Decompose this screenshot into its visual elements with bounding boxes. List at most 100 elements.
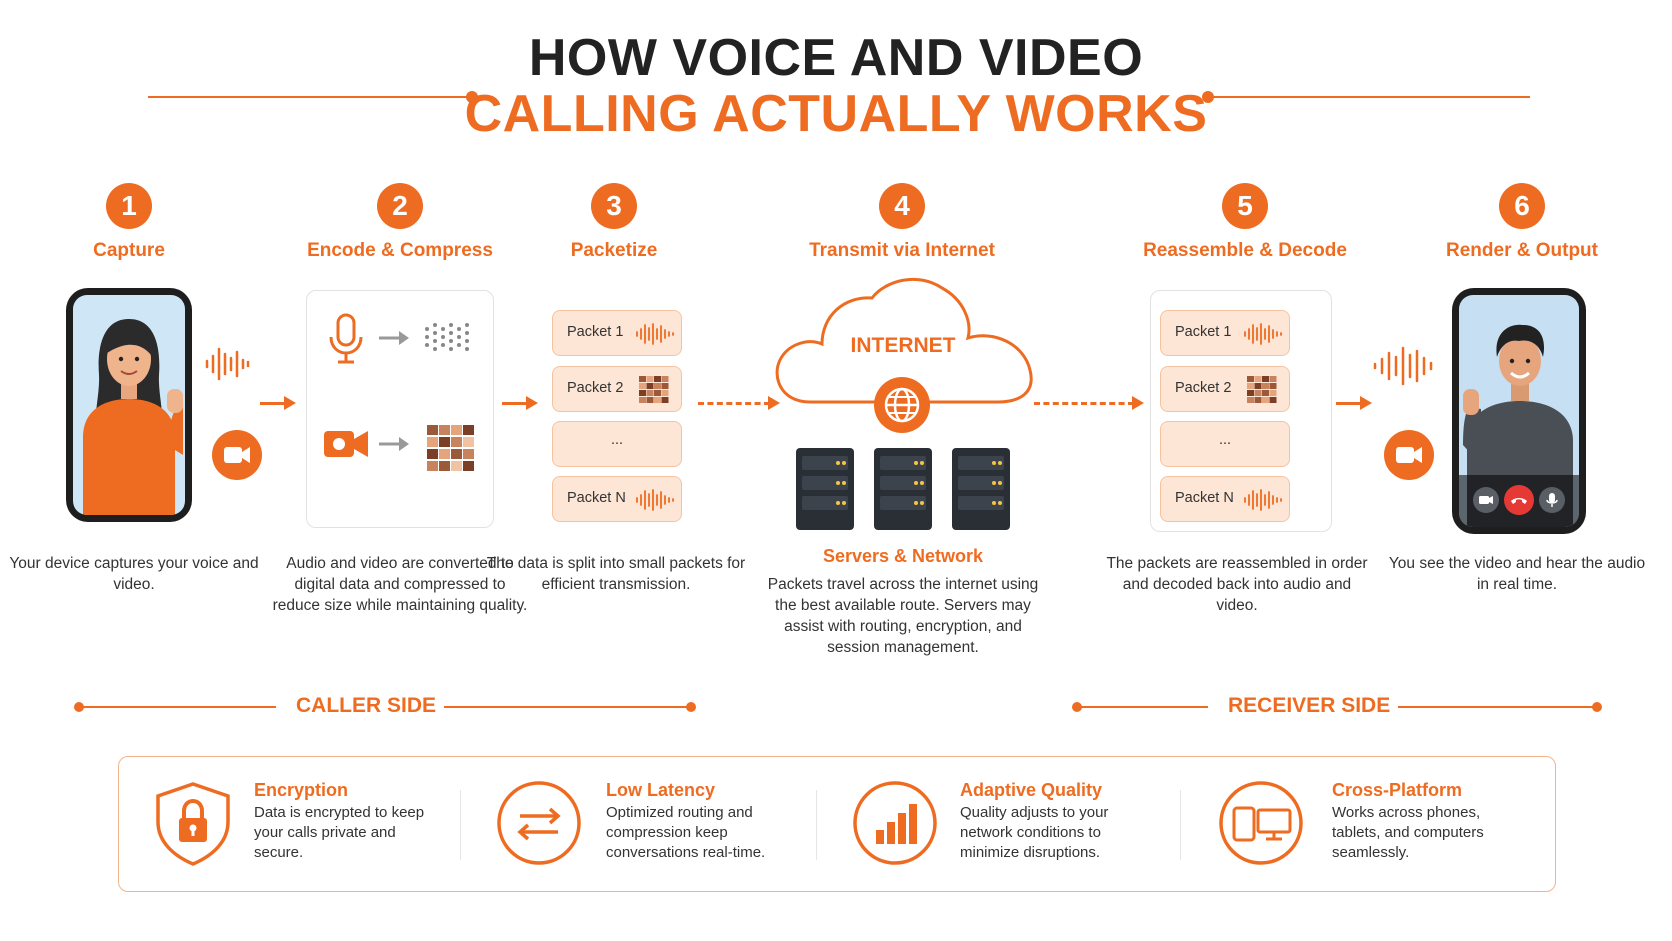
feature-adaptive-quality-title: Adaptive Quality: [960, 780, 1103, 800]
caller-phone: [66, 288, 192, 522]
internet-label: INTERNET: [850, 334, 956, 357]
feature-divider-3: [1180, 790, 1181, 860]
receiver-side-line-right: [1398, 706, 1598, 708]
feature-cross-platform-text: Works across phones, tablets, and comput…: [1332, 804, 1484, 861]
packet-right-n: Packet N: [1160, 476, 1290, 522]
step-4-title: Transmit via Internet: [809, 240, 995, 261]
packet-left-2-label: Packet 2: [567, 380, 624, 396]
internet-cloud-icon: [775, 277, 1033, 404]
devices-icon: [1219, 781, 1303, 865]
step-3-number: 3: [591, 183, 637, 229]
receiver-video-camera-icon: [1384, 430, 1434, 480]
step-6-description: You see the video and hear the audio in …: [1388, 555, 1646, 593]
caller-side-line-right: [444, 706, 690, 708]
pixel-grid-icon: [1247, 376, 1277, 403]
servers-icon: [796, 448, 1010, 530]
packet-right-ellipsis-label: ...: [1218, 432, 1232, 448]
step-3-title: Packetize: [570, 240, 658, 261]
caller-side-line-left: [80, 706, 276, 708]
receiver-side-dot-left: [1072, 702, 1082, 712]
step-2-title: Encode & Compress: [307, 240, 493, 261]
globe-icon: [874, 377, 930, 433]
feature-low-latency-title: Low Latency: [606, 780, 716, 800]
caller-side-label: CALLER SIDE: [296, 694, 437, 717]
encode-box: [306, 290, 494, 528]
arrow-5-to-6: [1336, 396, 1372, 410]
feature-encryption-text: Data is encrypted to keep your calls pri…: [254, 804, 425, 861]
video-camera-icon: [324, 431, 368, 457]
title-rule-left-dot: [466, 91, 478, 103]
caller-audio-wave-icon: [205, 347, 250, 381]
caller-person-illustration: [83, 319, 183, 515]
caller-video-camera-icon: [212, 430, 262, 480]
step-4-number: 4: [879, 183, 925, 229]
receiver-audio-wave-icon: [1373, 346, 1433, 386]
packet-right-2: Packet 2: [1160, 366, 1290, 412]
title-rule-left: [148, 96, 470, 98]
receiver-phone-screen: [1459, 295, 1579, 527]
features-panel: [118, 756, 1556, 892]
audio-wave-icon: [1244, 489, 1282, 511]
caller-phone-screen: [73, 295, 185, 515]
end-call-button[interactable]: [1504, 485, 1534, 515]
step-2-description: Audio and video are converted to digital…: [272, 555, 528, 614]
feature-encryption-title: Encryption: [254, 780, 349, 800]
step-2-number: 2: [377, 183, 423, 229]
caller-side-dot-right: [686, 702, 696, 712]
title-line-2: CALLING ACTUALLY WORKS: [464, 85, 1208, 143]
packet-right-1: Packet 1: [1160, 310, 1290, 356]
feature-cross-platform-title: Cross-Platform: [1332, 780, 1463, 800]
packet-left-n-label: Packet N: [567, 490, 626, 506]
microphone-toggle-button[interactable]: [1539, 487, 1565, 513]
receiver-phone: [1452, 288, 1586, 534]
arrow-4-to-5: [1034, 396, 1144, 410]
feature-low-latency-text: Optimized routing and compression keep c…: [606, 804, 766, 861]
receiver-side-dot-right: [1592, 702, 1602, 712]
caller-side-dot-left: [74, 702, 84, 712]
audio-wave-icon: [636, 489, 674, 511]
step-1-number: 1: [106, 183, 152, 229]
feature-divider-1: [460, 790, 461, 860]
step-6-title: Render & Output: [1446, 240, 1598, 261]
pixel-grid-icon: [639, 376, 669, 403]
receiver-side-line-left: [1078, 706, 1208, 708]
packet-right-2-label: Packet 2: [1175, 380, 1232, 396]
packet-right-ellipsis: ...: [1160, 421, 1290, 467]
packet-left-1: Packet 1: [552, 310, 682, 356]
packet-left-ellipsis: ...: [552, 421, 682, 467]
packet-right-1-label: Packet 1: [1175, 324, 1232, 340]
camera-toggle-button[interactable]: [1473, 487, 1499, 513]
microphone-icon: [329, 313, 363, 364]
receiver-side-label: RECEIVER SIDE: [1228, 694, 1391, 717]
step-6-number: 6: [1499, 183, 1545, 229]
pixel-grid-icon: [427, 425, 474, 471]
audio-wave-icon: [1244, 323, 1282, 345]
arrow-right-gray-icon-2: [379, 437, 409, 451]
signal-bars-icon: [853, 781, 937, 865]
step-5-description: The packets are reassembled in order and…: [1106, 555, 1368, 614]
title-line-1: HOW VOICE AND VIDEO: [528, 29, 1144, 87]
step-3-description: The data is split into small packets for…: [486, 555, 746, 593]
packet-left-2: Packet 2: [552, 366, 682, 412]
digital-dots-icon: [425, 323, 469, 351]
arrow-1-to-2: [260, 396, 296, 410]
step-1-description: Your device captures your voice and vide…: [9, 555, 259, 593]
lock-shield-icon: [156, 782, 230, 866]
step-5-title: Reassemble & Decode: [1143, 240, 1347, 261]
step-5-number: 5: [1222, 183, 1268, 229]
arrow-2-to-3: [502, 396, 538, 410]
title-rule-right: [1208, 96, 1530, 98]
feature-adaptive-quality-text: Quality adjusts to your network conditio…: [960, 804, 1109, 861]
packet-left-1-label: Packet 1: [567, 324, 624, 340]
packet-right-n-label: Packet N: [1175, 490, 1234, 506]
step-4-description: Packets travel across the internet using…: [767, 576, 1039, 656]
feature-divider-2: [816, 790, 817, 860]
swap-arrows-icon: [497, 781, 581, 865]
arrow-right-gray-icon: [379, 331, 409, 345]
servers-network-label: Servers & Network: [822, 546, 984, 566]
audio-wave-icon: [636, 323, 674, 345]
packet-left-n: Packet N: [552, 476, 682, 522]
arrow-3-to-4: [698, 396, 780, 410]
step-1-title: Capture: [93, 240, 165, 261]
packet-left-ellipsis-label: ...: [610, 432, 624, 448]
